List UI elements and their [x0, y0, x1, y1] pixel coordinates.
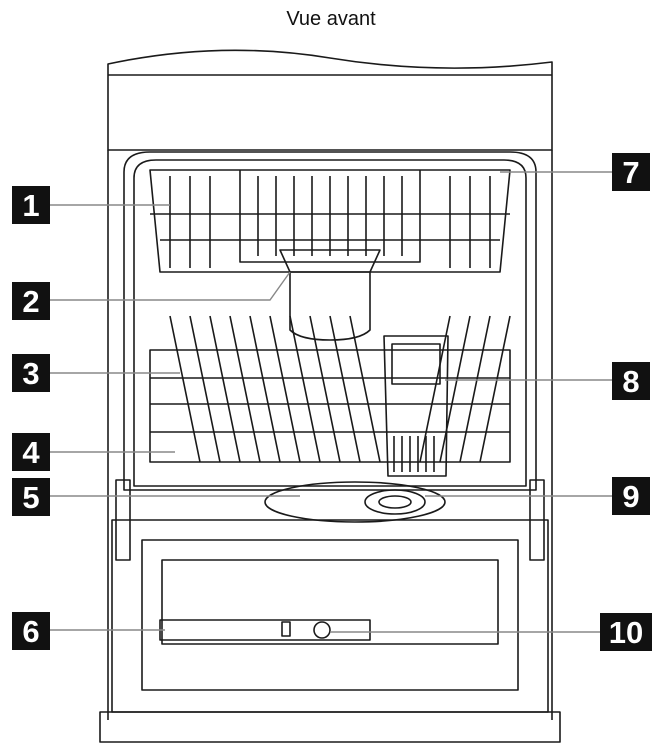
filter [364, 489, 426, 515]
callout-7: 7 [612, 153, 650, 191]
cutlery-basket [383, 335, 449, 477]
cabinet-base [99, 711, 561, 743]
tub-inner [133, 159, 527, 487]
callout-1: 1 [12, 186, 50, 224]
dispenser [159, 619, 371, 641]
lower-basket [149, 349, 511, 463]
diagram-title: Vue avant [286, 8, 376, 30]
callout-2: 2 [12, 282, 50, 320]
water-duct [289, 272, 371, 341]
callout-3: 3 [12, 354, 50, 392]
hinge-left [115, 479, 131, 561]
callout-10: 10 [600, 613, 652, 651]
upper-basket [149, 169, 511, 273]
callout-6: 6 [12, 612, 50, 650]
door-inner [141, 539, 519, 691]
callout-9: 9 [612, 477, 650, 515]
lower-spray-arm [264, 481, 446, 523]
top-panel [107, 49, 553, 151]
callout-4: 4 [12, 433, 50, 471]
hinge-right [529, 479, 545, 561]
callout-5: 5 [12, 478, 50, 516]
leader-2 [50, 271, 291, 301]
cup-rack [239, 170, 421, 263]
callout-8: 8 [612, 362, 650, 400]
door-outline [111, 519, 549, 713]
